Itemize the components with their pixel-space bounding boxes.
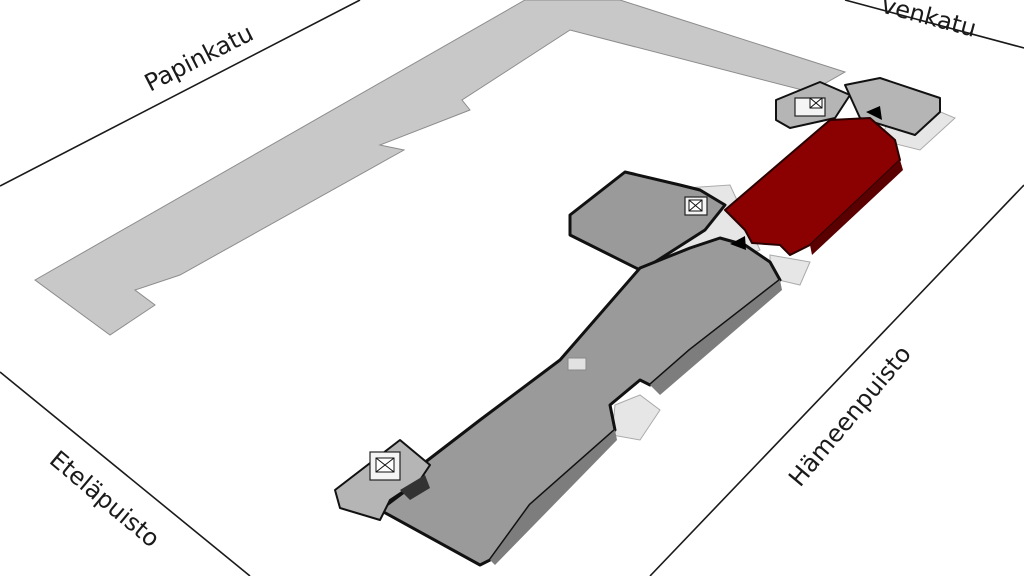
- paved-area-south: [611, 394, 661, 441]
- stairs-icon: [688, 199, 703, 212]
- street-label-etelapuisto: Eteläpuisto: [44, 445, 165, 553]
- stairs-icon: [375, 457, 395, 473]
- road-line-hameenpuisto: [649, 184, 1024, 576]
- south-ramp: [400, 475, 430, 500]
- main-building-side-lower: [490, 430, 617, 565]
- neighbor-building-back: [34, 0, 847, 336]
- main-building: [378, 236, 782, 567]
- road-line-etelapuisto: [0, 371, 251, 576]
- entrance-arrow-icon: [866, 106, 882, 120]
- highlighted-wing-side: [810, 160, 903, 255]
- stairs-icon: [809, 97, 823, 109]
- main-building-side-upper: [650, 280, 782, 395]
- road-line-north-east: [844, 0, 1024, 49]
- street-label-papinkatu: Papinkatu: [140, 19, 258, 98]
- entrance-arrow-icon: [730, 236, 746, 250]
- street-label-north-east: venkatu: [878, 0, 979, 43]
- road-line-papinkatu: [0, 0, 361, 187]
- roof-skylight: [567, 357, 587, 371]
